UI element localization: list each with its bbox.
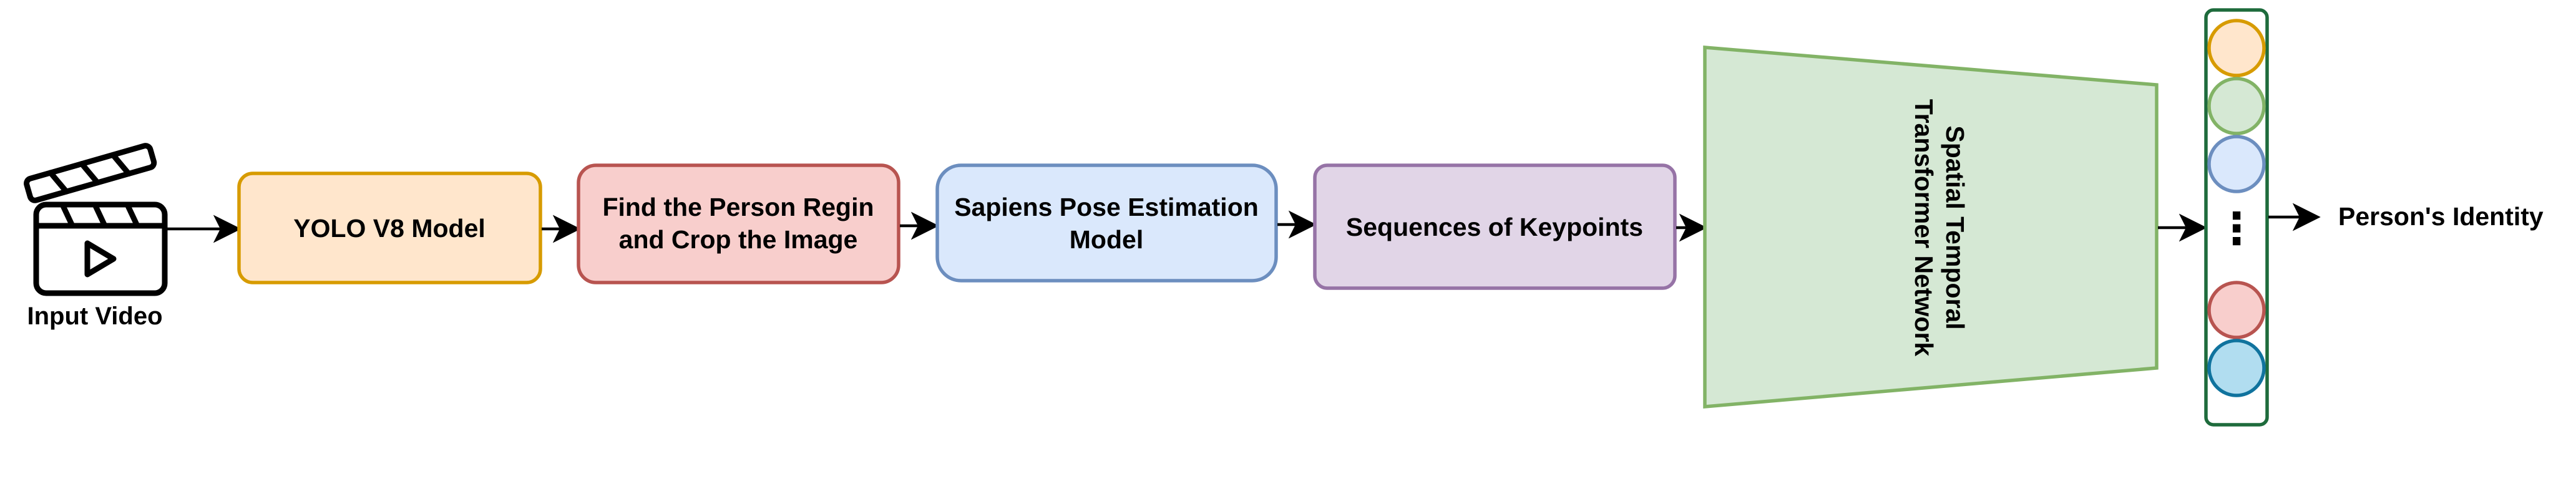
- yolo-model-box: [237, 172, 542, 284]
- embedding-cell-4: [2207, 281, 2266, 339]
- embedding-vector-frame: [2204, 8, 2269, 427]
- transformer-label-line2: Transformer Network: [1910, 99, 1938, 357]
- crop-person-label-line1: Find the Person Regin: [602, 193, 874, 221]
- embedding-cell-1: [2207, 19, 2266, 77]
- embedding-cell-2: [2207, 77, 2266, 135]
- keypoints-box: [1313, 163, 1677, 290]
- sapiens-pose-box: [935, 163, 1278, 283]
- crop-person-box: [577, 163, 900, 284]
- transformer-label-line1: Spatial Temporal: [1941, 125, 1969, 329]
- input-video-label: Input Video: [27, 302, 162, 330]
- yolo-model-label: YOLO V8 Model: [293, 214, 485, 243]
- transformer-network-shape: [1703, 46, 2159, 409]
- embedding-vector-cells: [2207, 19, 2266, 397]
- crop-person-label-line2: and Crop the Image: [619, 225, 858, 254]
- play-icon: [84, 240, 117, 278]
- embedding-cell-5: [2207, 339, 2266, 397]
- sapiens-pose-label-line2: Model: [1070, 225, 1143, 254]
- video-clapperboard-icon: [24, 143, 168, 296]
- embedding-ellipsis: ⋮: [2215, 204, 2258, 253]
- person-identity-label: Person's Identity: [2338, 202, 2544, 231]
- sapiens-pose-label-line1: Sapiens Pose Estimation: [954, 193, 1259, 221]
- keypoints-label: Sequences of Keypoints: [1346, 213, 1643, 241]
- embedding-cell-3: [2207, 135, 2266, 193]
